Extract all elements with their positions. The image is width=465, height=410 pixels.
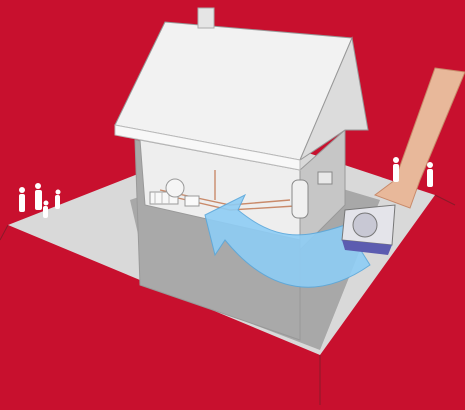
heat-pump-outdoor-unit-icon	[342, 205, 395, 255]
chimney	[198, 8, 214, 28]
